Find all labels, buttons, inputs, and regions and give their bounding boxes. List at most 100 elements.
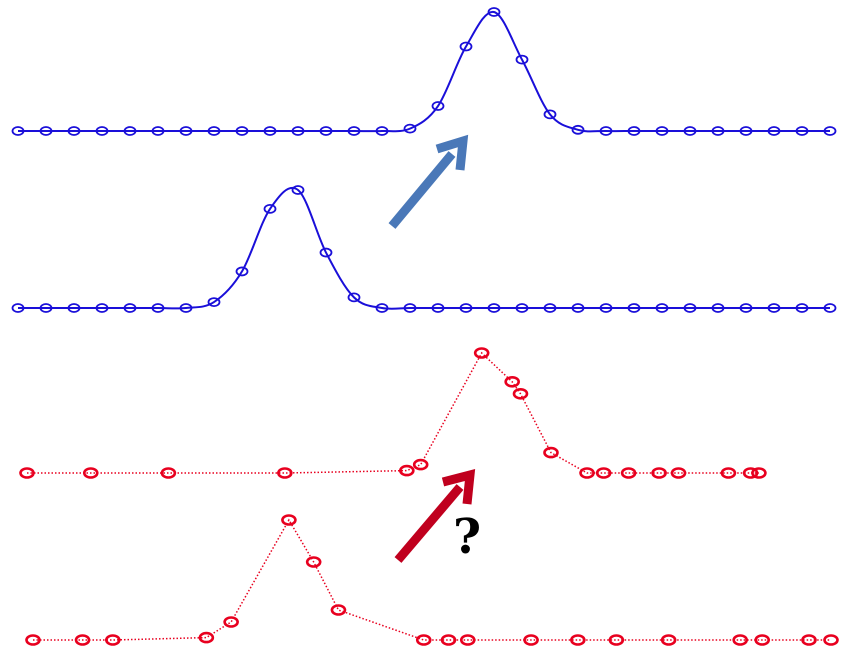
irregular-shifted-sample-point (579, 467, 595, 479)
irregular-original-sample-point (74, 634, 91, 646)
regular-shifted-sample-point (123, 126, 137, 136)
regular-shifted-sample-point (431, 101, 445, 111)
regular-shifted-sample-point (487, 7, 501, 17)
irregular-shifted-sample-point (751, 467, 767, 479)
irregular-shifted-sample-point (620, 467, 637, 479)
regular-original-sample-point (739, 303, 753, 313)
regular-original-sample-point (263, 203, 277, 214)
irregular-shifted-sample-point (670, 467, 687, 479)
regular-original-sample-point (767, 303, 781, 313)
regular-shifted-sample-point (627, 126, 641, 136)
regular-original-sample-point (515, 303, 529, 313)
irregular-original-sample-point (223, 616, 239, 628)
irregular-original-sample-point (608, 634, 625, 646)
irregular-original-sample-point (660, 634, 677, 646)
regular-original-sample-point (39, 303, 53, 313)
irregular-arrow-head (441, 469, 476, 505)
regular-original-sample-point (543, 303, 557, 313)
regular-original-sample-point (67, 303, 81, 313)
irregular-original-sample-point (415, 634, 432, 646)
regular-shifted-sample-point (235, 126, 249, 136)
regular-original-sample-point (403, 303, 417, 313)
regular-shifted-sample-point (823, 126, 837, 136)
regular-shifted-sample-point (543, 109, 557, 120)
irregular-original-sample-point (459, 634, 476, 646)
irregular-original-sample-point (732, 634, 748, 646)
irregular-original-sample-point (823, 634, 839, 646)
regular-shifted-signal (11, 7, 837, 136)
regular-shifted-sample-point (11, 126, 25, 136)
regular-original-curve (17, 186, 830, 310)
regular-original-sample-point (571, 303, 585, 313)
regular-shifted-sample-point (67, 126, 81, 136)
irregular-original-curve (33, 518, 831, 641)
irregular-shifted-sample-point (82, 467, 99, 479)
regular-shifted-sample-point (179, 126, 193, 136)
question-mark-label: ? (453, 509, 481, 565)
regular-original-sample-point (347, 292, 361, 303)
regular-shifted-sample-point (95, 126, 109, 136)
irregular-shifted-sample-point (651, 467, 667, 479)
regular-shifted-sample-point (599, 126, 613, 136)
irregular-shifted-sample-point (277, 467, 293, 479)
regular-original-sample-point (795, 303, 809, 313)
regular-shifted-sample-point (711, 126, 725, 136)
irregular-original-sample-point (570, 634, 586, 646)
regular-shifted-sample-point (291, 126, 305, 136)
regular-original-sample-point (179, 303, 193, 313)
irregular-original-sample-point (305, 556, 322, 568)
regular-shifted-sample-point (459, 41, 473, 52)
irregular-shifted-sample-point (160, 467, 177, 479)
regular-shifted-sample-point (739, 126, 753, 136)
regular-arrow-head (435, 134, 469, 171)
irregular-shifted-curve (27, 351, 759, 474)
irregular-shifted-sample-point (543, 446, 559, 459)
irregular-shifted-sample-point (595, 467, 612, 479)
regular-original-sample-point (319, 247, 333, 258)
regular-shifted-curve (18, 10, 830, 133)
regular-original-sample-point (235, 266, 249, 277)
irregular-shifted-sample-point (19, 467, 35, 479)
irregular-original-sample-point (801, 634, 817, 646)
irregular-original-sample-point (754, 634, 771, 646)
irregular-shifted-sample-point (512, 387, 529, 400)
regular-shifted-sample-point (655, 126, 669, 136)
irregular-shifted-signal (19, 347, 767, 479)
regular-original-sample-point (291, 185, 305, 195)
irregular-original-sample-point (330, 604, 347, 616)
regular-original-sample-point (487, 303, 501, 313)
regular-original-sample-point (11, 303, 25, 313)
irregular-shifted-sample-point (720, 467, 737, 479)
irregular-original-sample-point (281, 514, 297, 526)
regular-original-sample-point (627, 303, 641, 313)
regular-original-sample-point (375, 303, 389, 313)
regular-original-sample-point (123, 303, 137, 313)
regular-original-sample-point (431, 303, 445, 313)
regular-shifted-sample-point (767, 126, 781, 136)
regular-original-sample-point (655, 303, 669, 313)
regular-shifted-sample-point (319, 126, 333, 136)
regular-shifted-sample-point (403, 123, 417, 134)
regular-shifted-sample-point (375, 126, 389, 136)
regular-arrow-shaft (388, 151, 456, 229)
regular-shifted-sample-point (515, 54, 529, 65)
regular-original-sample-point (95, 303, 109, 313)
irregular-shifted-sample-point (412, 458, 429, 471)
regular-shifted-sample-point (263, 126, 277, 136)
regular-original-sample-point (459, 303, 473, 313)
regular-original-sample-point (599, 303, 613, 313)
irregular-original-sample-point (523, 634, 539, 646)
irregular-arrow-shaft (394, 484, 464, 563)
irregular-original-sample-point (198, 631, 215, 644)
irregular-original-sample-point (25, 634, 41, 646)
regular-shifted-sample-point (39, 126, 53, 136)
irregular-shifted-sample-point (742, 467, 759, 479)
regular-original-sample-point (207, 297, 221, 308)
regular-shifted-sample-point (795, 126, 809, 136)
regular-original-sample-point (823, 303, 837, 313)
regular-shift-arrow (388, 134, 469, 229)
regular-shifted-sample-point (151, 126, 165, 136)
irregular-original-sample-point (440, 634, 457, 646)
